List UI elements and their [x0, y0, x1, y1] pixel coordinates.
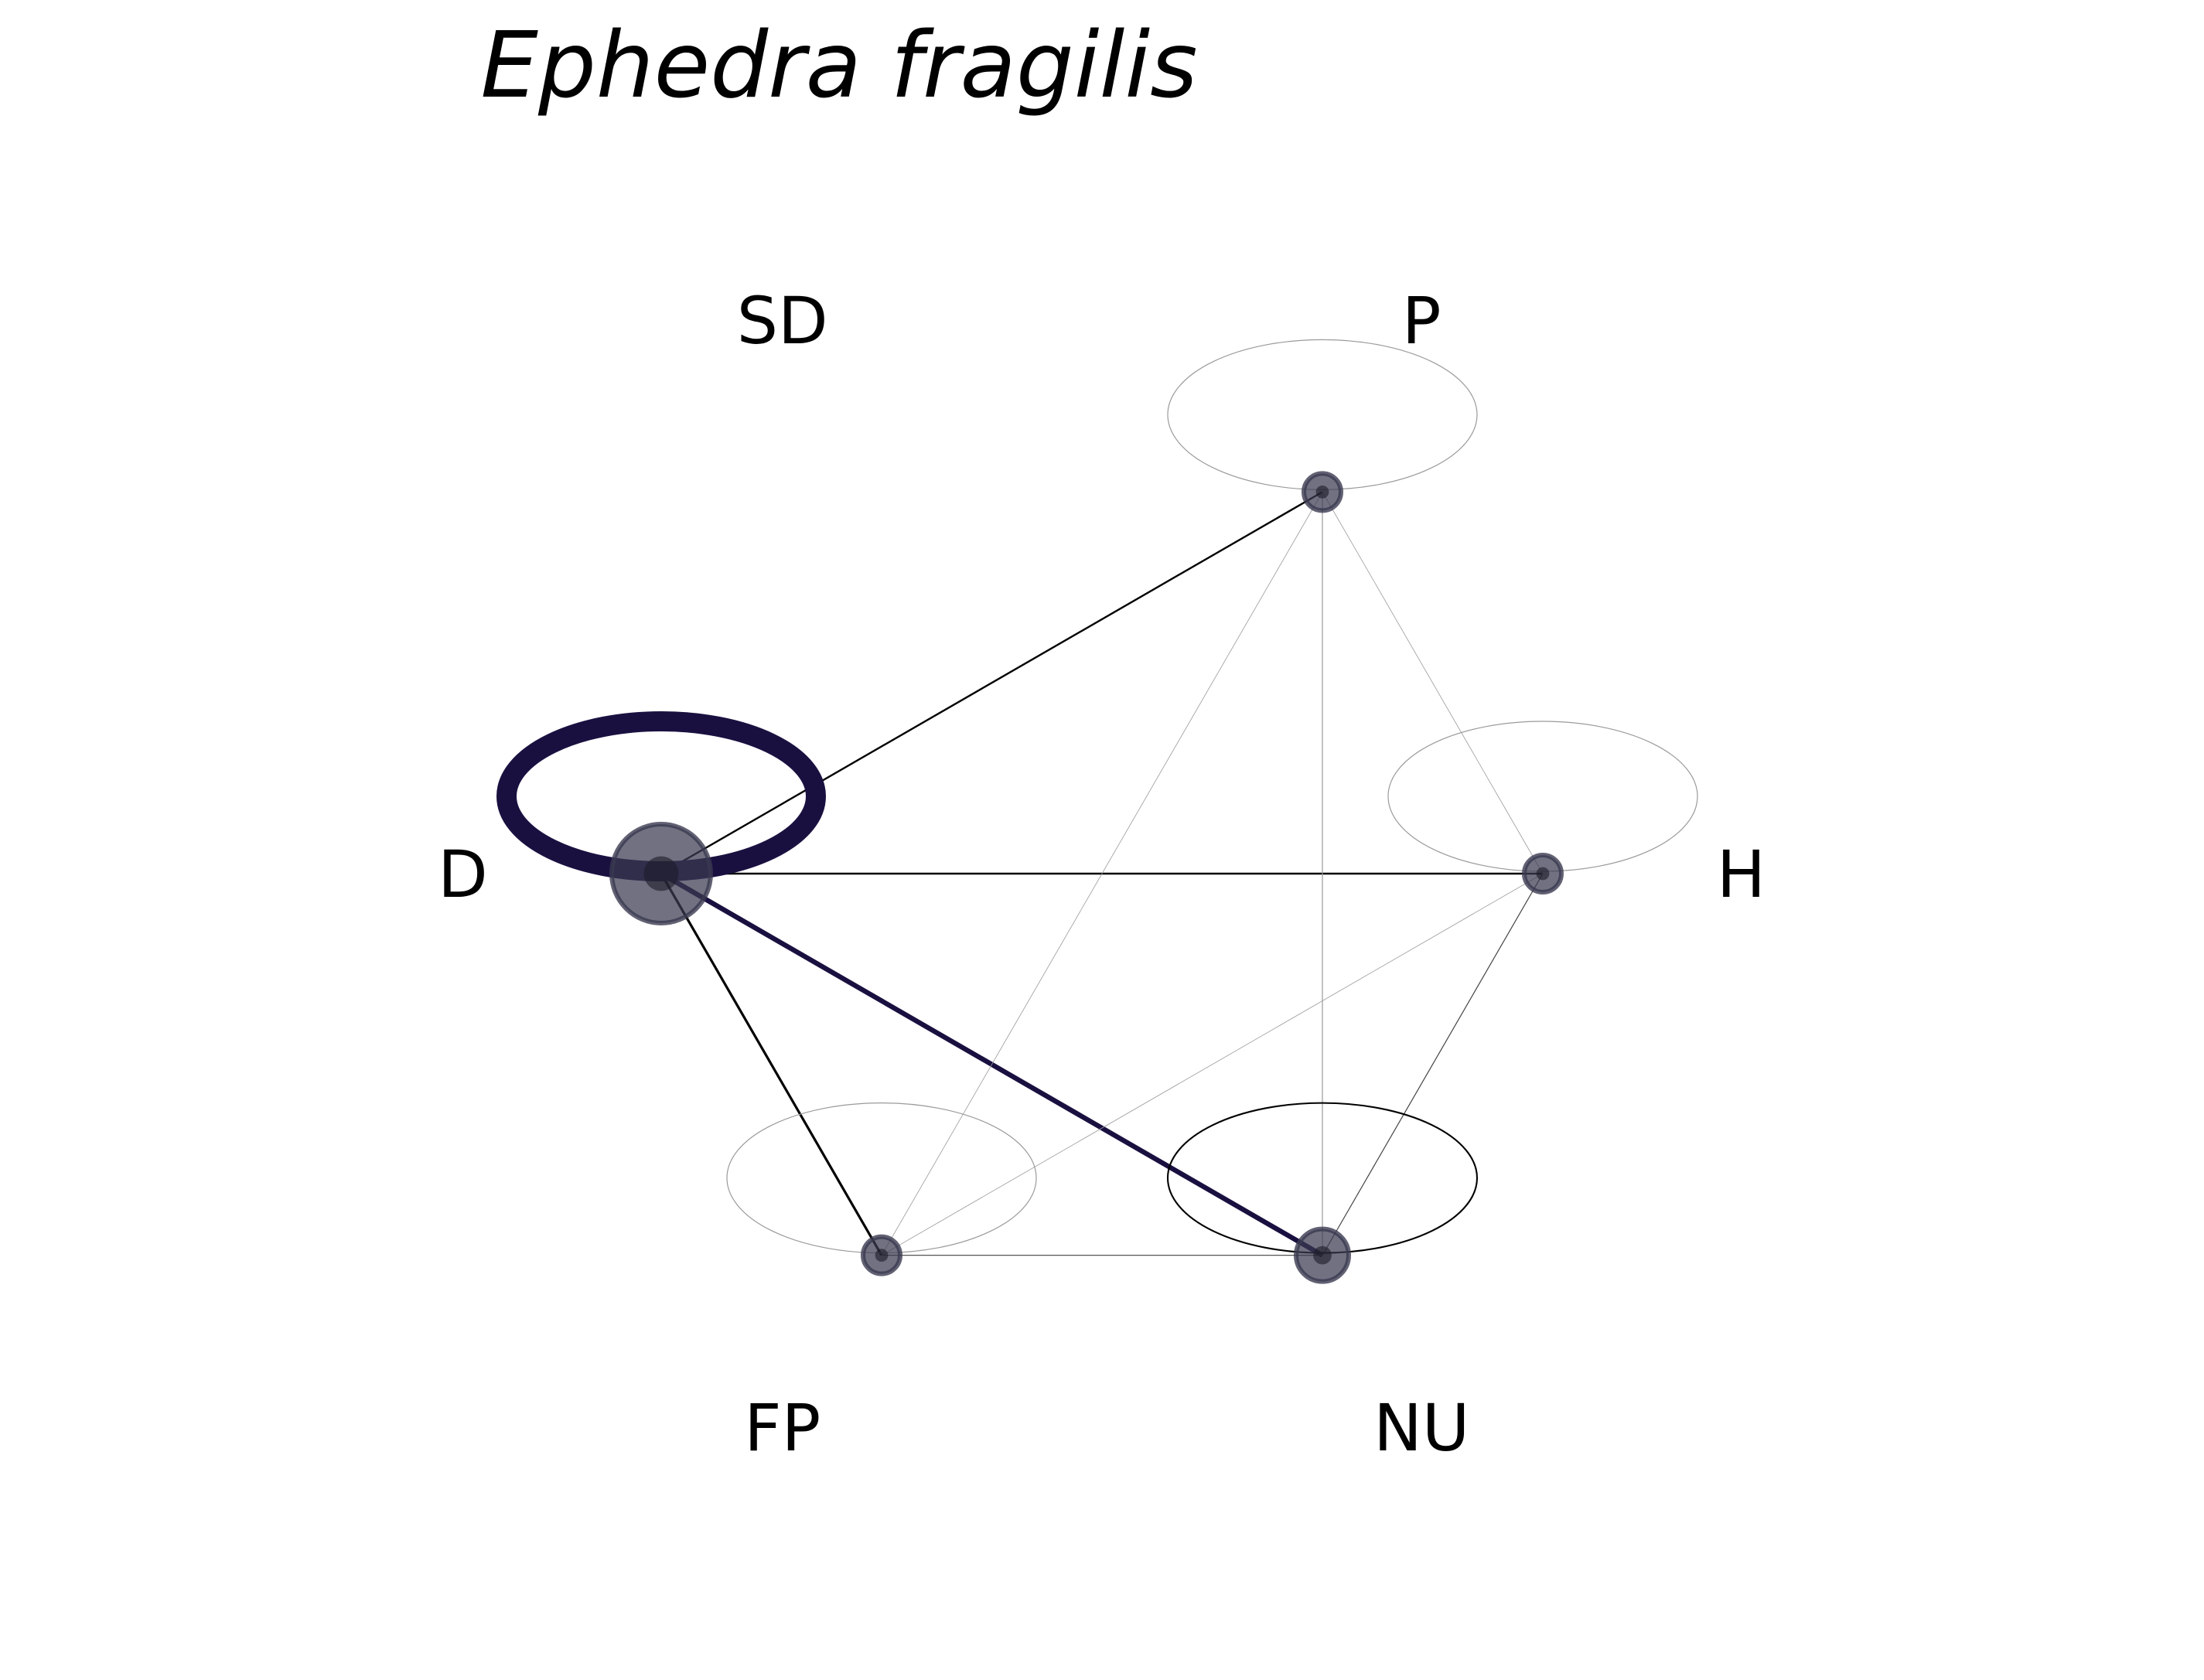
node-core-p [1315, 485, 1329, 499]
edges-layer [660, 491, 1544, 1258]
node-label-nu: NU [1373, 1390, 1469, 1466]
node-label-fp: FP [744, 1390, 821, 1466]
labels-layer: SD P D H FP NU [438, 283, 1766, 1466]
node-label-sd: SD [737, 283, 828, 359]
self-loop-fp [726, 1102, 1037, 1254]
self-loop-p [1167, 339, 1478, 490]
edge-d-fp [660, 873, 883, 1256]
edge-p-h [1322, 492, 1544, 874]
edge-p-fp [881, 492, 1323, 1256]
node-core-fp [875, 1249, 889, 1263]
nodes-layer [609, 471, 1564, 1284]
self-loops-layer [496, 339, 1698, 1254]
node-core-d [643, 856, 679, 891]
node-core-h [1536, 867, 1550, 881]
edge-d-p [660, 491, 1323, 875]
node-label-p: P [1402, 283, 1441, 359]
edge-h-nu [1322, 873, 1544, 1256]
diagram-title: Ephedra fragilis [480, 12, 1197, 118]
node-label-d: D [438, 837, 488, 912]
node-label-h: H [1717, 837, 1766, 912]
node-core-nu [1313, 1246, 1332, 1265]
edge-h-fp [881, 873, 1544, 1256]
self-loop-h [1387, 721, 1698, 872]
